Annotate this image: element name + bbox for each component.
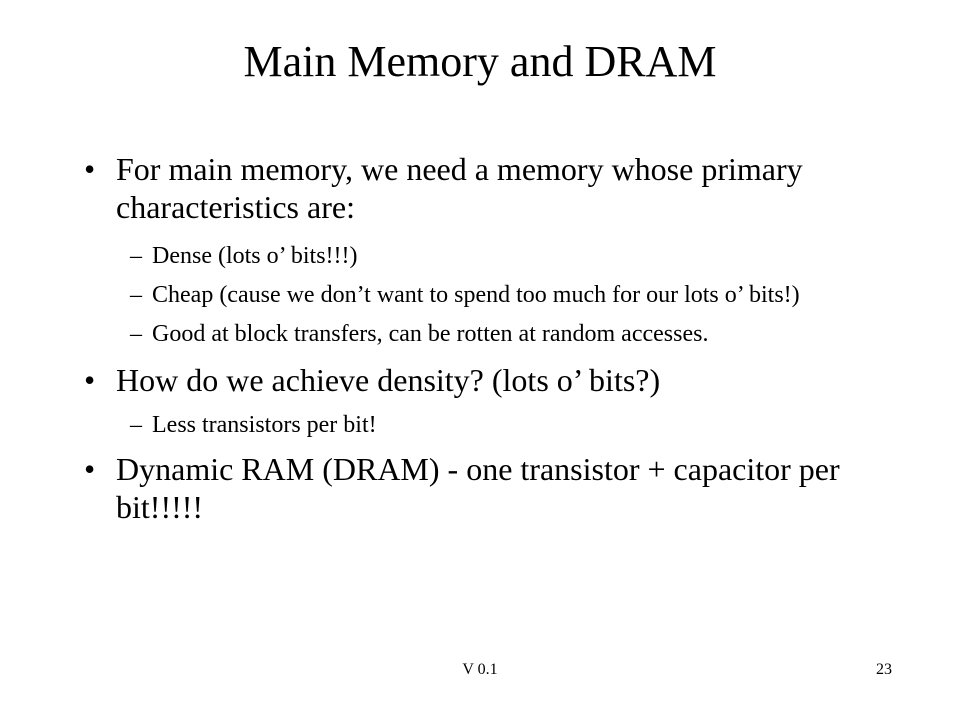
bullet-main-memory: • For main memory, we need a memory whos… — [80, 150, 880, 226]
dash-marker: – — [130, 282, 142, 308]
dash-marker: – — [130, 412, 142, 438]
dash-marker: – — [130, 321, 142, 347]
bullet-density: • How do we achieve density? (lots o’ bi… — [80, 361, 880, 399]
bullet-marker: • — [84, 151, 96, 187]
footer-page-number: 23 — [876, 661, 892, 678]
bullet-text: For main memory, we need a memory whose … — [116, 151, 803, 225]
subbullet-text: Less transistors per bit! — [152, 412, 377, 438]
subbullet-cheap: – Cheap (cause we don’t want to spend to… — [80, 281, 880, 310]
subbullet-text: Dense (lots o’ bits!!!) — [152, 243, 358, 269]
subbullet-text: Cheap (cause we don’t want to spend too … — [152, 282, 800, 308]
bullet-text: Dynamic RAM (DRAM) - one transistor + ca… — [116, 451, 840, 525]
dash-marker: – — [130, 243, 142, 269]
bullet-marker: • — [84, 362, 96, 398]
bullet-marker: • — [84, 451, 96, 487]
bullet-text: How do we achieve density? (lots o’ bits… — [116, 362, 661, 398]
bullet-dram: • Dynamic RAM (DRAM) - one transistor + … — [80, 450, 880, 526]
slide-title: Main Memory and DRAM — [243, 37, 717, 86]
slide-body: • For main memory, we need a memory whos… — [80, 150, 880, 526]
footer-version: V 0.1 — [462, 661, 498, 678]
subbullet-block-transfers: – Good at block transfers, can be rotten… — [80, 320, 880, 349]
subbullet-text: Good at block transfers, can be rotten a… — [152, 321, 709, 347]
subbullet-dense: – Dense (lots o’ bits!!!) — [80, 242, 880, 271]
subbullet-less-transistors: – Less transistors per bit! — [80, 411, 880, 440]
